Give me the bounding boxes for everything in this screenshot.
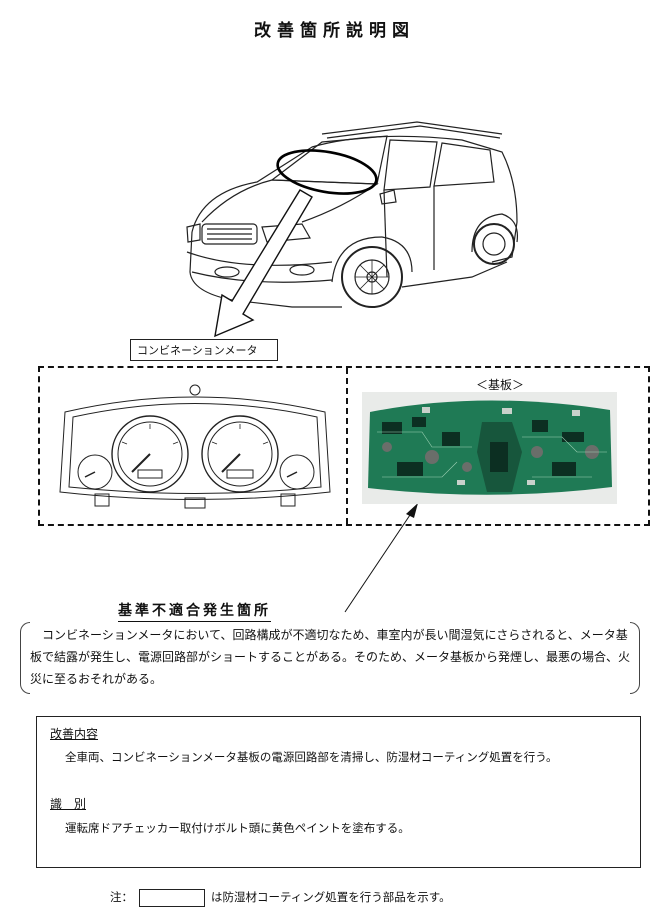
cluster-divider bbox=[40, 368, 348, 524]
board-label: ＜基板＞ bbox=[475, 378, 524, 392]
improvement-body: 全車両、コンビネーションメータ基板の電源回路部を清掃し、防湿材コーティング処置を… bbox=[65, 750, 558, 764]
footnote-text: は防湿材コーティング処置を行う部品を示す。 bbox=[211, 890, 451, 904]
combination-meter-label: コンビネーションメータ bbox=[130, 339, 278, 361]
defect-description-text: コンビネーションメータにおいて、回路構成が不適切なため、車室内が長い間湿気にさら… bbox=[30, 628, 631, 686]
footnote: 注： は防湿材コーティング処置を行う部品を示す。 bbox=[110, 889, 451, 907]
circuit-board-image bbox=[362, 392, 617, 504]
footnote-prefix: 注： bbox=[110, 890, 133, 904]
improvement-heading: 改善内容 bbox=[50, 727, 99, 741]
car-illustration bbox=[186, 121, 519, 308]
identification-heading: 識 別 bbox=[50, 797, 87, 811]
instrument-cluster-illustration bbox=[59, 384, 331, 509]
improvement-box: 改善内容 全車両、コンビネーションメータ基板の電源回路部を清掃し、防湿材コーティ… bbox=[36, 716, 641, 868]
defect-location-title: 基準不適合発生箇所 bbox=[118, 600, 271, 622]
coating-area-box bbox=[38, 366, 650, 526]
defect-description: コンビネーションメータにおいて、回路構成が不適切なため、車室内が長い間湿気にさら… bbox=[20, 622, 640, 694]
page-title: 改善箇所説明図 bbox=[254, 21, 415, 41]
identification-body: 運転席ドアチェッカー取付けボルト頭に黄色ペイントを塗布する。 bbox=[65, 821, 410, 835]
bracket-left bbox=[20, 622, 30, 694]
footnote-legend-box bbox=[139, 889, 205, 907]
